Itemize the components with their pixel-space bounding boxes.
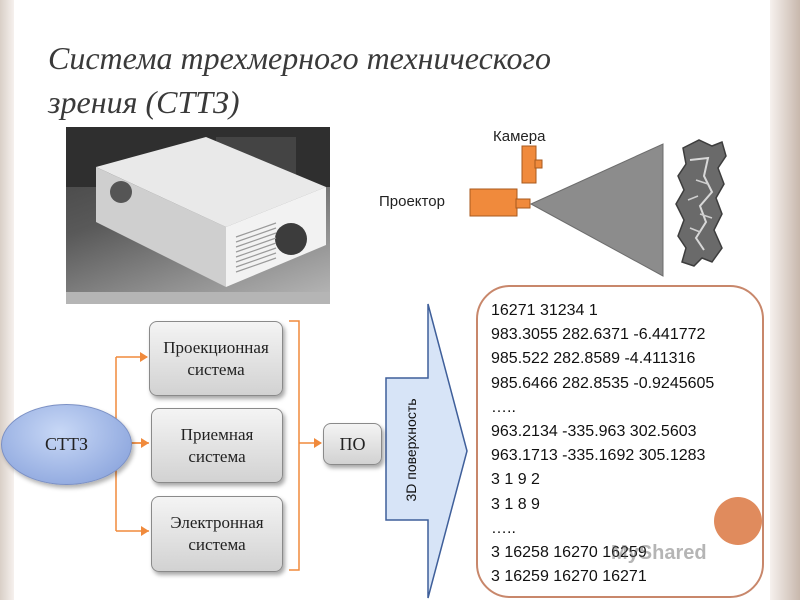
data-line: 963.1713 -335.1692 305.1283	[491, 447, 706, 465]
projection-beam	[529, 143, 664, 277]
slide-title: Система трехмерного технического зрения …	[48, 36, 668, 124]
data-line: 985.522 282.8589 -4.411316	[491, 350, 696, 368]
data-line: 3 16259 16270 16271	[491, 568, 647, 586]
projector-label: Проектор	[379, 193, 445, 210]
camera-lens-icon	[534, 159, 543, 169]
data-line: …..	[491, 519, 516, 537]
data-line: 16271 31234 1	[491, 302, 598, 319]
slide-title-line-1: Система трехмерного технического	[48, 40, 552, 76]
surface-arrow-label: 3D поверхность	[403, 398, 419, 502]
data-line: 963.2134 -335.963 302.5603	[491, 423, 697, 441]
electronic-system-box: Электронная система	[151, 496, 283, 572]
device-photo-illustration	[66, 127, 330, 304]
projector-icon	[469, 188, 518, 217]
decorative-circle	[714, 497, 762, 545]
data-line: …..	[491, 398, 516, 416]
camera-icon	[521, 145, 537, 184]
data-line: 983.3055 282.6371 -6.441772	[491, 326, 706, 344]
data-line: 3 16258 16270 16259	[491, 544, 647, 562]
receiving-system-box: Приемная система	[151, 408, 283, 483]
surface-arrow-shape	[385, 303, 468, 599]
slide-right-edge	[770, 0, 800, 600]
projection-system-box: Проекционная система	[149, 321, 283, 396]
point-data-box: 16271 31234 1 983.3055 282.6371 -6.44177…	[476, 285, 764, 598]
data-line: 985.6466 282.8535 -0.9245605	[491, 374, 715, 392]
data-line: 3 1 9 2	[491, 471, 540, 489]
watermark-logo: MyShared	[611, 542, 707, 564]
device-photo	[66, 127, 330, 304]
data-line: 3 1 8 9	[491, 495, 540, 513]
camera-label: Камера	[493, 128, 546, 145]
scanned-object-icon	[675, 139, 727, 267]
software-box: ПО	[323, 423, 382, 465]
sttz-oval: СТТЗ	[1, 404, 132, 485]
projector-lens-icon	[515, 198, 531, 209]
slide-title-line-2: зрения (СТТЗ)	[48, 84, 240, 120]
